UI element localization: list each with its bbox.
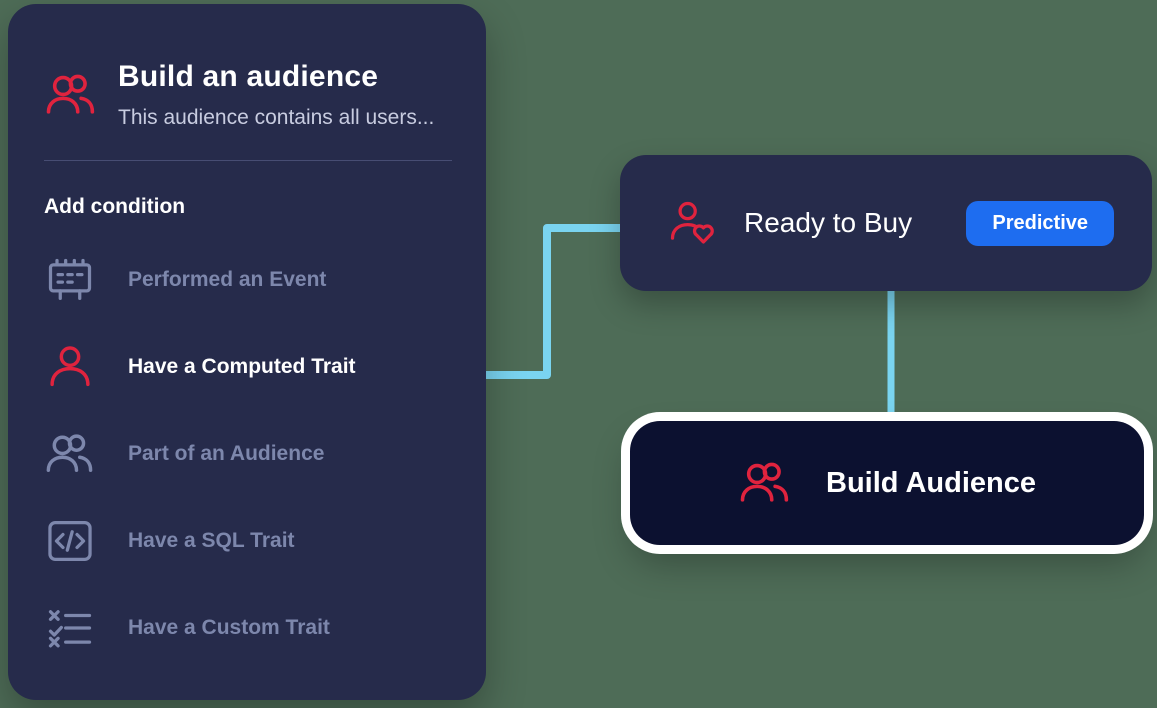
menu-item-part-of-an-audience[interactable]: Part of an Audience (44, 411, 452, 498)
audience-people-icon (44, 68, 98, 122)
panel-subtitle: This audience contains all users... (118, 105, 435, 129)
build-card-title: Build Audience (826, 466, 1036, 499)
menu-item-label: Performed an Event (128, 268, 327, 291)
menu-item-label: Have a Computed Trait (128, 355, 356, 378)
panel-header-text: Build an audience This audience contains… (118, 60, 434, 130)
condition-menu: Performed an Event Have a Computed Trait (44, 237, 452, 672)
predictive-badge[interactable]: Predictive (966, 200, 1114, 246)
people-icon (738, 456, 792, 510)
menu-item-label: Have a SQL Trait (128, 529, 295, 552)
menu-item-have-a-computed-trait[interactable]: Have a Computed Trait (44, 324, 452, 411)
person-heart-icon (666, 197, 718, 249)
menu-item-have-a-sql-trait[interactable]: Have a SQL Trait (44, 498, 452, 585)
build-audience-card[interactable]: Build Audience (630, 421, 1144, 545)
panel-title: Build an audience (118, 60, 379, 93)
person-icon (44, 341, 96, 393)
menu-item-performed-an-event[interactable]: Performed an Event (44, 237, 452, 324)
ready-card-title: Ready to Buy (744, 207, 913, 238)
menu-item-label: Have a Custom Trait (128, 616, 330, 639)
ready-to-buy-card[interactable]: Ready to Buy Predictive (620, 155, 1152, 291)
add-condition-label: Add condition (44, 194, 186, 218)
panel-header: Build an audience This audience contains… (44, 60, 452, 130)
menu-item-label: Part of an Audience (128, 442, 325, 465)
divider (44, 159, 452, 161)
people-icon (44, 428, 96, 480)
build-audience-panel: Build an audience This audience contains… (8, 4, 486, 700)
connector-panel-to-ready (482, 224, 628, 379)
checklist-icon (44, 602, 96, 654)
code-icon (44, 515, 96, 567)
menu-item-have-a-custom-trait[interactable]: Have a Custom Trait (44, 585, 452, 672)
event-board-icon (44, 254, 96, 306)
